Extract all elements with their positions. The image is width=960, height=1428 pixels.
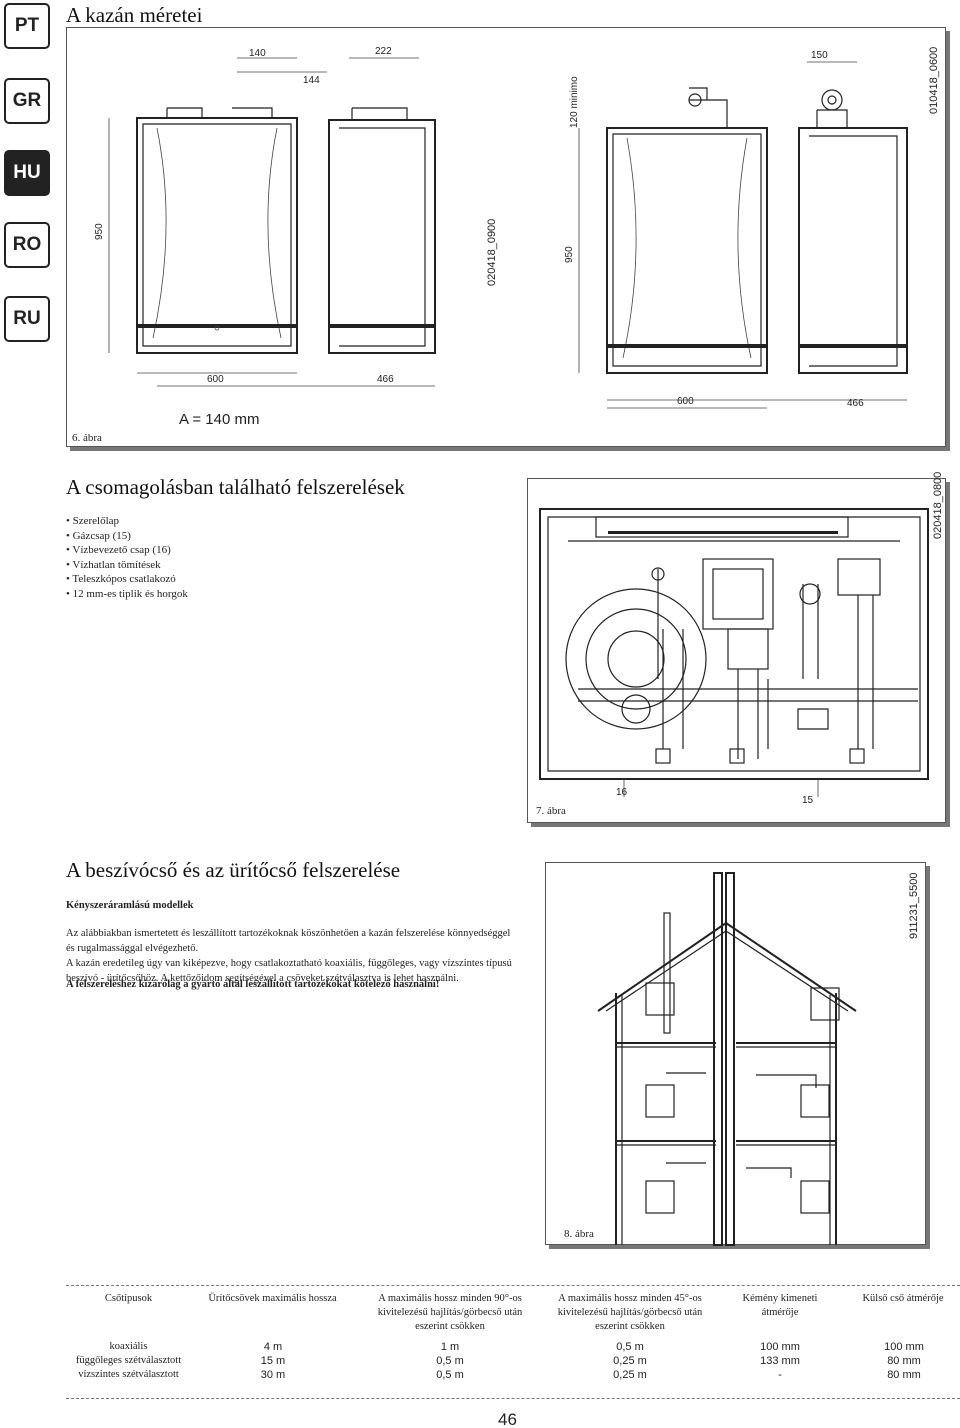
svg-text:15: 15	[802, 795, 814, 806]
table-header-90-reduction: A maximális hossz minden 90°-os kivitele…	[377, 1293, 523, 1332]
boiler-front-view-left: 950 140 144	[94, 48, 327, 374]
table-col-pipe-types: koaxiális függőleges szétválasztott vízs…	[66, 1340, 191, 1382]
paragraph-1: Az alábbiakban ismertetett és leszállíto…	[66, 928, 511, 954]
lang-tab-hu[interactable]: HU	[4, 150, 50, 196]
svg-text:950: 950	[564, 246, 575, 263]
table-cell: 100 mm	[884, 1341, 924, 1353]
boiler-front-view-right: 950 120 minimo 600	[564, 76, 768, 409]
list-item: 12 mm-es tiplik és horgok	[66, 587, 188, 602]
svg-text:144: 144	[303, 75, 320, 86]
svg-text:600: 600	[677, 396, 694, 407]
table-header-outer-diameter: Külső cső átmérője	[862, 1293, 944, 1304]
table-header-max-length: Ürítőcsövek maximális hossza	[208, 1293, 337, 1304]
figure-code-left: 020418_0900	[486, 218, 498, 286]
list-item: Teleszkópos csatlakozó	[66, 572, 188, 587]
figure-6-panel: 950 140 144 222 600 466 950	[66, 27, 946, 447]
figure-8-panel: 911231_5500 8. ábra	[545, 862, 926, 1246]
table-header-chimney-diameter: Kémény kimeneti átmérője	[742, 1293, 818, 1318]
table-cell: koaxiális	[109, 1341, 148, 1352]
table-cell: 4 m	[263, 1341, 283, 1353]
svg-text:466: 466	[847, 398, 864, 409]
paragraph-3: A felszereléshez kizárólag a gyártó álta…	[66, 979, 440, 990]
boiler-dimension-drawing: 950 140 144 222 600 466 950	[94, 46, 908, 409]
table-cell: 0,5 m	[616, 1341, 644, 1353]
section-title-dimensions: A kazán méretei	[66, 3, 203, 27]
table-cell: 133 mm	[760, 1355, 800, 1367]
table-top-rule	[66, 1285, 960, 1286]
figure-8-code: 911231_5500	[908, 872, 920, 939]
table-col-45-reduction: 0,5 m 0,25 m 0,25 m	[580, 1340, 680, 1382]
section-title-flue: A beszívócső és az ürítőcső felszerelése	[66, 858, 401, 882]
table-header-45-reduction: A maximális hossz minden 45°-os kivitele…	[557, 1293, 703, 1332]
figure-8-caption: 8. ábra	[564, 1228, 594, 1240]
table-cell: 80 mm	[887, 1369, 921, 1381]
lang-tab-pt[interactable]: PT	[4, 3, 50, 49]
table-cell: 0,5 m	[436, 1369, 464, 1381]
figure-7-panel: 16 15 020418_0800 7. ábra	[527, 472, 946, 823]
table-cell: -	[778, 1369, 782, 1381]
svg-text:222: 222	[375, 46, 392, 57]
table-col-chimney-diameter: 100 mm 133 mm -	[730, 1340, 830, 1382]
page-number: 46	[498, 1410, 517, 1428]
table-cell: 0,25 m	[613, 1369, 647, 1381]
table-cell: 100 mm	[760, 1341, 800, 1353]
lang-tab-ru[interactable]: RU	[4, 296, 50, 342]
svg-text:600: 600	[207, 374, 224, 385]
table-cell: 1 m	[440, 1341, 460, 1353]
figure-code-right: 010418_0600	[928, 46, 940, 114]
table-cell: 0,5 m	[436, 1355, 464, 1367]
table-cell: 0,25 m	[613, 1355, 647, 1367]
table-cell: 30 m	[260, 1369, 286, 1381]
table-cell: vízszintes szétválasztott	[78, 1369, 179, 1380]
svg-text:150: 150	[811, 50, 828, 61]
table-cell: 15 m	[260, 1355, 286, 1367]
table-col-outer-diameter: 100 mm 80 mm 80 mm	[854, 1340, 954, 1382]
svg-text:120 minimo: 120 minimo	[569, 76, 580, 128]
section-subtitle: Kényszeráramlású modellek	[66, 900, 194, 911]
house-flue-drawing	[597, 872, 857, 1246]
lang-tab-ro[interactable]: RO	[4, 222, 50, 268]
figure-7-code: 020418_0800	[932, 471, 944, 539]
list-item: Vízhatlan tömítések	[66, 558, 188, 573]
list-item: Szerelőlap	[66, 514, 188, 529]
svg-text:16: 16	[616, 787, 628, 798]
figure-6-caption: 6. ábra	[72, 432, 102, 444]
list-item: Vízbevezető csap (16)	[66, 543, 188, 558]
svg-text:950: 950	[94, 223, 105, 240]
table-cell: függőleges szétválasztott	[75, 1355, 182, 1366]
accessory-list: Szerelőlap Gázcsap (15) Vízbevezető csap…	[66, 514, 188, 601]
figure-7-caption: 7. ábra	[536, 805, 566, 817]
table-bottom-rule	[66, 1398, 960, 1399]
boiler-interior-drawing: 16 15	[539, 508, 929, 806]
section-title-accessories: A csomagolásban található felszerelések	[66, 475, 405, 499]
table-cell: 80 mm	[887, 1355, 921, 1367]
formula-a: A = 140 mm	[179, 411, 260, 428]
table-header-pipe-types: Csőtípusok	[104, 1293, 153, 1304]
table-col-max-length: 4 m 15 m 30 m	[223, 1340, 323, 1382]
svg-text:466: 466	[377, 374, 394, 385]
list-item: Gázcsap (15)	[66, 529, 188, 544]
table-col-90-reduction: 1 m 0,5 m 0,5 m	[400, 1340, 500, 1382]
boiler-side-view-left: 222 600 466	[157, 46, 436, 387]
boiler-side-view-right: 150 466	[607, 50, 908, 409]
paragraph-2: A kazán eredetileg úgy van kiképezve, ho…	[66, 958, 512, 984]
svg-text:140: 140	[249, 48, 266, 59]
lang-tab-gr[interactable]: GR	[4, 78, 50, 124]
